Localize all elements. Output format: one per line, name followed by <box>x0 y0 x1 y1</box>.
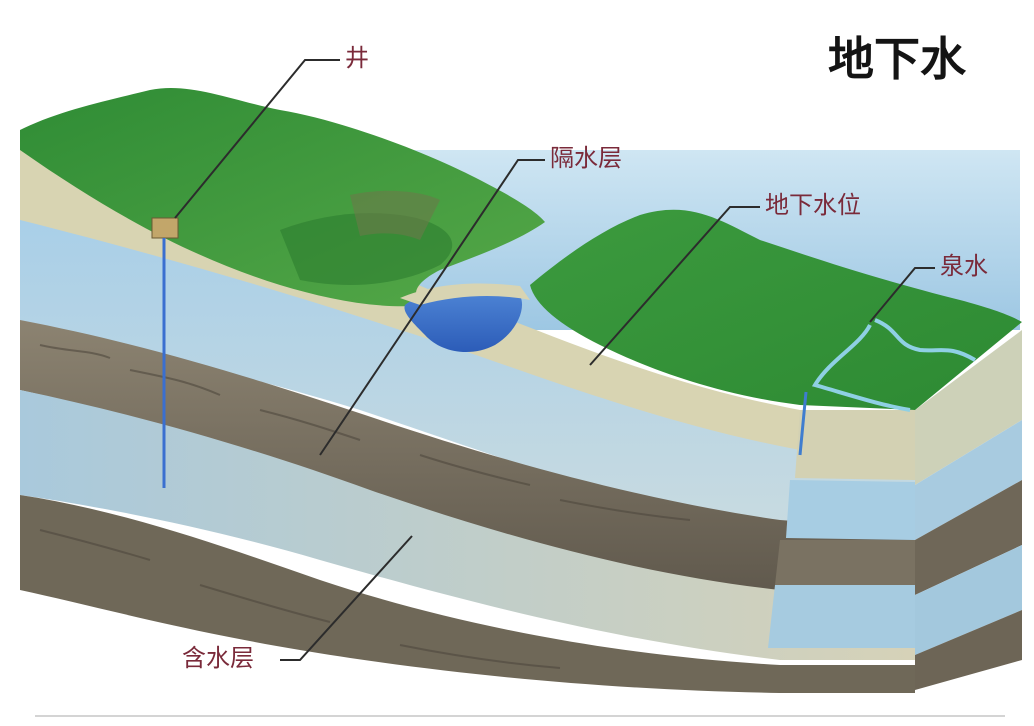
rock-texture <box>39 344 691 669</box>
spring-stream <box>811 318 977 412</box>
spring-leader <box>869 267 935 323</box>
front-step-blue-lower <box>768 585 915 648</box>
lower-aquifer-front <box>20 390 915 660</box>
block-right-face-brown <box>915 480 1022 595</box>
well-head <box>151 217 179 239</box>
spring-trickle <box>798 391 808 456</box>
block-right-face-bottom <box>915 610 1022 690</box>
block-right-face-aquifer-upper <box>915 420 1022 540</box>
lake <box>404 288 523 353</box>
front-step-upper <box>795 410 915 480</box>
well-leader <box>174 59 340 219</box>
aquifer-label: 含水层 <box>182 644 254 672</box>
well-label: 井 <box>345 44 369 72</box>
bottom-layer-front <box>20 495 915 693</box>
aquiclude-label: 隔水层 <box>550 144 622 172</box>
upper-aquifer-front <box>20 220 915 540</box>
water-table-label: 地下水位 <box>765 191 861 219</box>
aquifer-leader <box>280 535 413 661</box>
leader-lines <box>174 59 935 661</box>
diagram-title: 地下水 <box>828 32 966 86</box>
right-hill <box>530 209 1022 410</box>
block-right-face-aquifer-lower <box>915 545 1022 655</box>
front-step-brown <box>775 540 915 585</box>
aquiclude-leader <box>319 159 545 456</box>
water-table-leader <box>589 206 760 366</box>
left-hill-cliff <box>350 190 440 240</box>
front-step-blue <box>786 480 915 540</box>
aquiclude-layer-front <box>20 320 915 600</box>
spring-label: 泉水 <box>940 252 988 280</box>
block-right-face-top <box>915 330 1022 485</box>
